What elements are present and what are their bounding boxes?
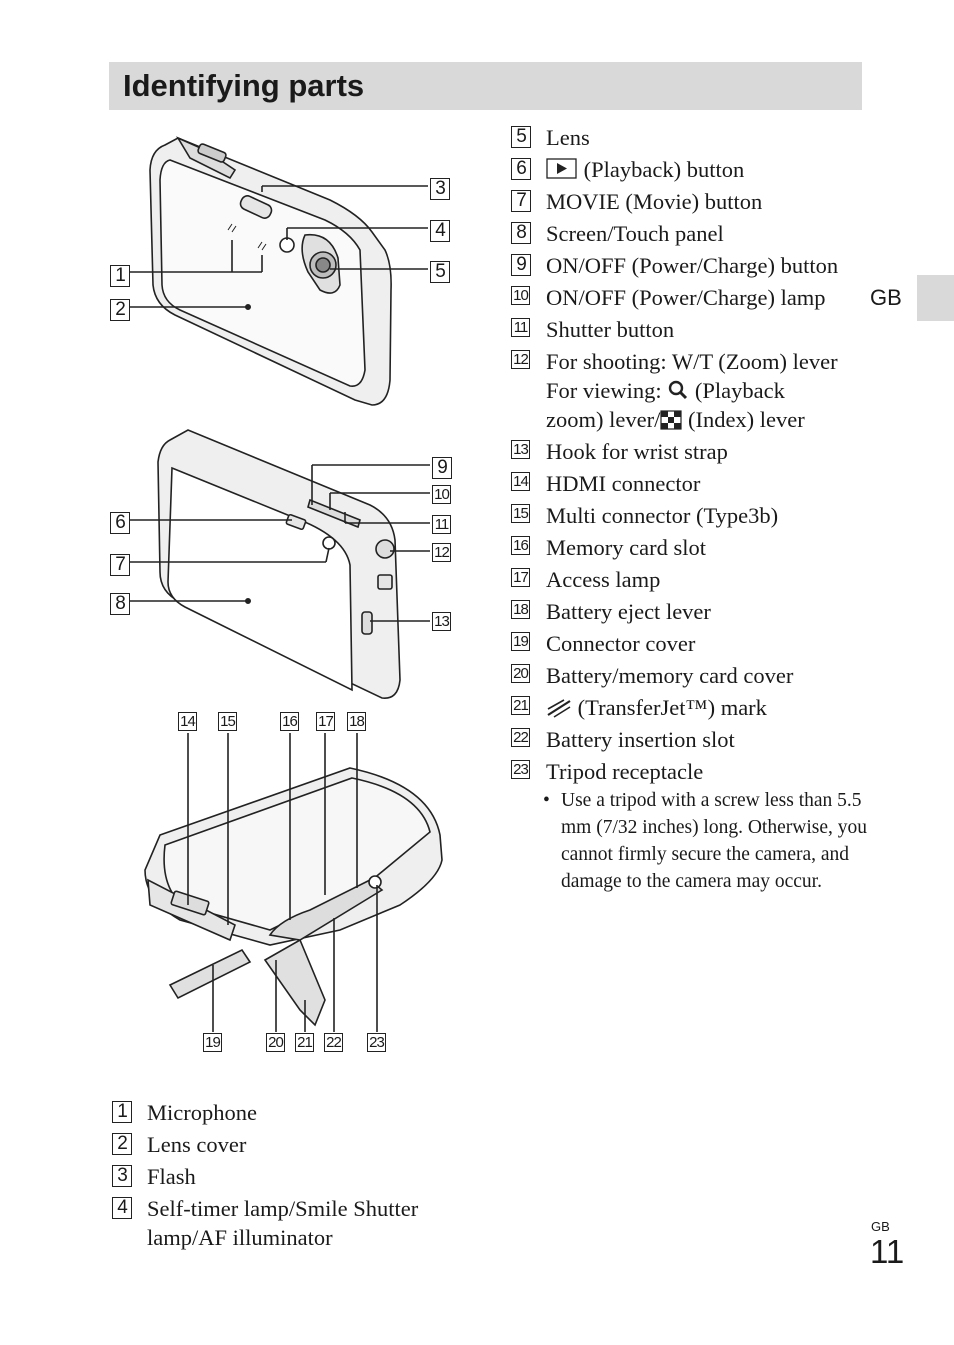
camera-bottom-illustration [144, 733, 443, 1032]
index-grid-icon [660, 410, 682, 430]
tripod-note-text: Use a tripod with a screw less than 5.5 … [561, 790, 867, 892]
side-tab-label: GB [870, 285, 902, 310]
camera-back-illustration [130, 429, 430, 699]
camera-front-illustration [130, 136, 428, 406]
footer-label: GB [871, 1219, 890, 1234]
title-bar [109, 62, 862, 110]
transferjet-icon [547, 699, 571, 718]
page-title: Identifying parts [123, 68, 365, 103]
page-number: 11 [870, 1233, 905, 1270]
playback-icon [546, 158, 577, 179]
magnifier-icon [669, 380, 688, 400]
bullet-glyph: • [543, 790, 550, 811]
side-tab [917, 275, 954, 321]
